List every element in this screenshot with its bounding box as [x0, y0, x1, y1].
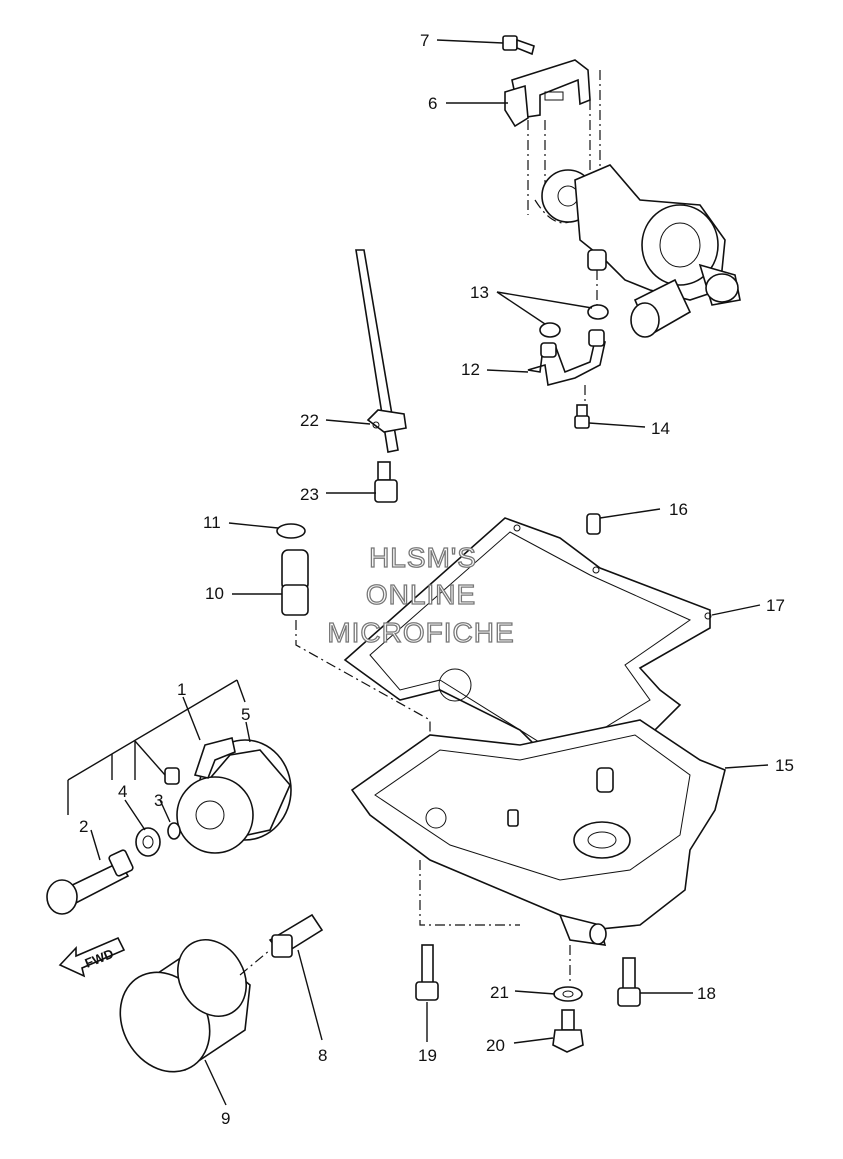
callout-3: 3 [154, 791, 163, 810]
callout-10: 10 [205, 584, 224, 603]
bolt-19-icon [415, 944, 439, 1001]
callout-14: 14 [651, 419, 670, 438]
bolt-18-icon [617, 957, 641, 1007]
o-ring-3 [167, 822, 181, 840]
oil-filter-9 [119, 939, 251, 1073]
drain-bolt-20-icon [552, 1009, 584, 1053]
bolt-14-icon [574, 404, 590, 429]
oil-pipe-12 [527, 329, 606, 386]
bolt-7-icon [502, 35, 535, 56]
callout-13: 13 [470, 283, 489, 302]
union-bolt-2 [46, 849, 134, 915]
o-ring-13a [539, 322, 561, 338]
watermark: HLSM'S ONLINE MICROFICHE [327, 541, 515, 648]
bolt-23-icon [374, 461, 398, 503]
callout-19: 19 [418, 1046, 437, 1065]
dowel-16 [586, 513, 601, 535]
callout-20: 20 [486, 1036, 505, 1055]
callout-8: 8 [318, 1046, 327, 1065]
washer-4 [135, 827, 161, 857]
callout-23: 23 [300, 485, 319, 504]
watermark-line-3: MICROFICHE [327, 617, 514, 648]
washer-21 [553, 986, 583, 1002]
callouts: 7 6 13 12 14 22 23 11 10 16 17 15 1 5 4 … [79, 31, 794, 1128]
chain-guide [504, 84, 529, 128]
oil-pan-gasket-17 [343, 517, 712, 771]
o-ring-13b [587, 304, 609, 320]
callout-17: 17 [766, 596, 785, 615]
callout-6: 6 [428, 94, 437, 113]
filter-fitting-8 [268, 913, 324, 958]
oil-pump-assembly [502, 35, 741, 338]
o-ring-11 [276, 523, 306, 539]
strainer-10 [281, 549, 309, 616]
fwd-label: FWD [83, 946, 116, 971]
callout-16: 16 [669, 500, 688, 519]
oil-cooler-5 [164, 737, 292, 854]
dipstick-tube-22 [355, 249, 407, 453]
callout-7: 7 [420, 31, 429, 50]
callout-11: 11 [203, 513, 221, 532]
leader-lines [67, 39, 769, 1106]
callout-18: 18 [697, 984, 716, 1003]
callout-4: 4 [118, 782, 127, 801]
fwd-arrow-icon: FWD [58, 936, 126, 978]
callout-5: 5 [241, 705, 250, 724]
callout-22: 22 [300, 411, 319, 430]
oil-pan-15 [350, 719, 726, 946]
watermark-line-2: ONLINE [366, 579, 476, 610]
watermark-line-1: HLSM'S [369, 542, 477, 573]
callout-1: 1 [177, 680, 186, 699]
callout-9: 9 [221, 1109, 230, 1128]
callout-2: 2 [79, 817, 88, 836]
callout-15: 15 [775, 756, 794, 775]
callout-21: 21 [490, 983, 509, 1002]
callout-12: 12 [461, 360, 480, 379]
